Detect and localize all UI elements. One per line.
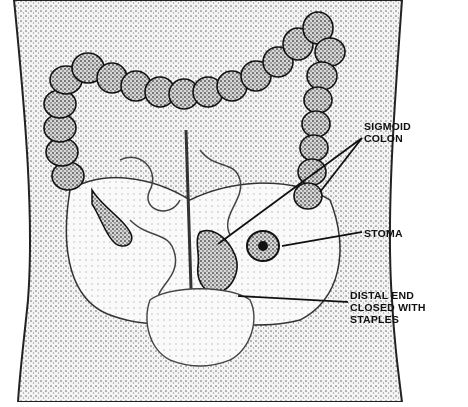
- label-sigmoid-line-2: COLON: [364, 133, 411, 145]
- label-distal-line-1: DISTAL END: [350, 290, 426, 302]
- label-sigmoid-line-1: SIGMOID: [364, 121, 411, 133]
- label-distal-end: DISTAL END CLOSED WITH STAPLES: [350, 290, 426, 326]
- label-stoma: STOMA: [364, 228, 403, 240]
- label-distal-line-3: STAPLES: [350, 314, 426, 326]
- label-stoma-text: STOMA: [364, 228, 403, 240]
- label-sigmoid-colon: SIGMOID COLON: [364, 121, 411, 145]
- bladder: [147, 289, 254, 366]
- label-distal-line-2: CLOSED WITH: [350, 302, 426, 314]
